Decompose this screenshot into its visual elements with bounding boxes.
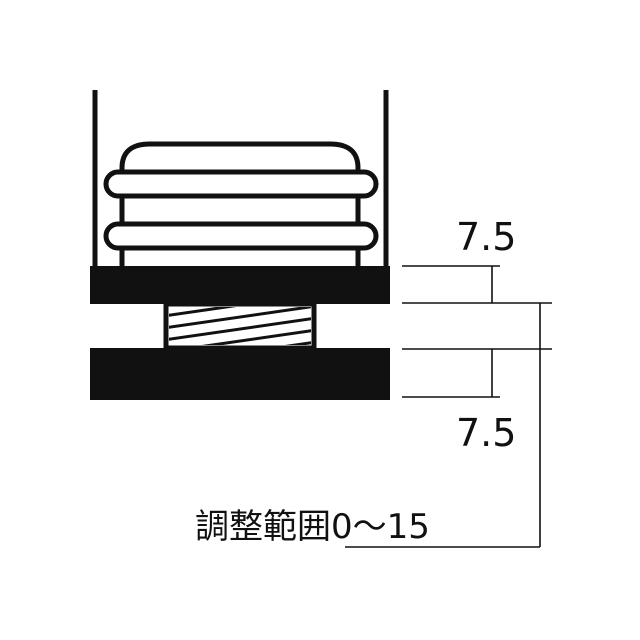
dimension-top-label: 7.5 xyxy=(456,215,516,259)
threaded-bolt xyxy=(163,301,317,351)
dimension-bottom-label: 7.5 xyxy=(456,411,516,455)
adjustment-range-label: 調整範囲0〜15 xyxy=(195,507,430,547)
upper-plate xyxy=(90,266,390,304)
housing-walls xyxy=(92,90,389,266)
bolt-threads xyxy=(169,307,311,345)
dimension-lines xyxy=(345,265,552,548)
lower-plate xyxy=(90,348,390,400)
cap-piece xyxy=(103,141,379,266)
cap-ridge-2 xyxy=(103,221,379,251)
cap-ridge-1 xyxy=(103,169,379,199)
